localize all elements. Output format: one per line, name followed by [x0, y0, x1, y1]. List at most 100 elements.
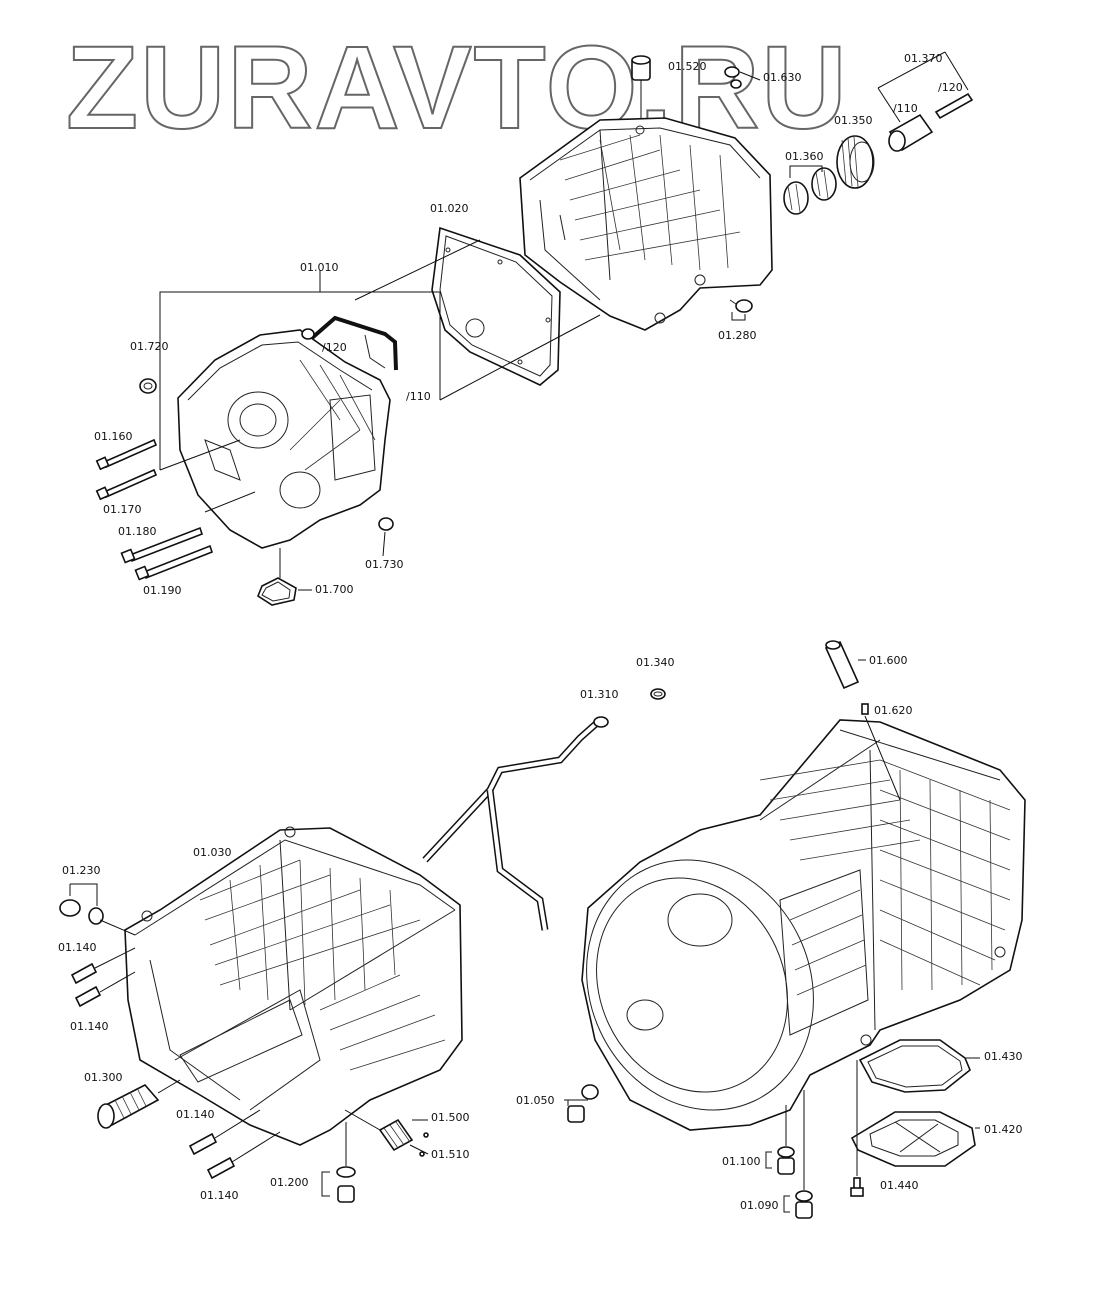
label-01140-a: 01.140 [58, 941, 97, 954]
label-sub110-shaft: /110 [893, 102, 918, 115]
gear-01350 [836, 135, 875, 189]
bolt-01190 [134, 544, 213, 581]
bearing-01500 [378, 1118, 414, 1152]
label-01200: 01.200 [270, 1176, 309, 1189]
fitting-01620 [861, 703, 869, 715]
plug-01280 [729, 299, 753, 313]
bell-housing-01010 [177, 329, 391, 549]
label-01100: 01.100 [722, 1155, 761, 1168]
label-01420: 01.420 [984, 1123, 1023, 1136]
gasket-01430 [858, 1039, 971, 1093]
label-sub120-bell: /120 [322, 341, 347, 354]
label-01090: 01.090 [740, 1199, 779, 1212]
label-01010: 01.010 [300, 261, 339, 274]
bolt-01160 [95, 438, 158, 471]
label-01160: 01.160 [94, 430, 133, 443]
leader-01510 [409, 1144, 429, 1155]
leader-01630 [739, 71, 761, 81]
dowel-01140-c [188, 1132, 218, 1156]
label-01190: 01.190 [143, 584, 182, 597]
plug-01100 [777, 1146, 795, 1175]
label-01630: 01.630 [763, 71, 802, 84]
plug-01720 [139, 378, 157, 394]
label-01370: 01.370 [904, 52, 943, 65]
label-01140-d: 01.140 [200, 1189, 239, 1202]
shaft-01370 [888, 92, 974, 152]
bottom-right-housing [581, 719, 1026, 1131]
filter-01300 [97, 1084, 160, 1129]
guide-01300 [157, 1079, 181, 1094]
guide-01230 [99, 919, 136, 936]
label-01170: 01.170 [103, 503, 142, 516]
top-main-housing [519, 117, 773, 331]
label-sub120-shaft: /120 [938, 81, 963, 94]
bracket-01090 [783, 1195, 790, 1213]
dowel-01140-b [74, 985, 102, 1008]
dowel-01140-d [206, 1156, 236, 1180]
label-01600: 01.600 [869, 654, 908, 667]
label-01720: 01.720 [130, 340, 169, 353]
breather-01630 [724, 66, 742, 89]
tube-01600 [824, 640, 860, 690]
label-01180: 01.180 [118, 525, 157, 538]
bracket-01050 [564, 1099, 588, 1106]
label-01340: 01.340 [636, 656, 675, 669]
label-01350: 01.350 [834, 114, 873, 127]
label-01700: 01.700 [315, 583, 354, 596]
label-01140-c: 01.140 [176, 1108, 215, 1121]
label-01050: 01.050 [516, 1094, 555, 1107]
guide-01140-b [99, 971, 136, 993]
guide-01140-c [214, 1109, 261, 1139]
leader-01730 [382, 531, 386, 557]
seal-01700 [257, 577, 297, 606]
label-01140-b: 01.140 [70, 1020, 109, 1033]
label-01500: 01.500 [431, 1111, 470, 1124]
bearing-01360 [783, 167, 837, 215]
label-01300: 01.300 [84, 1071, 123, 1084]
pipe-sub120 [301, 315, 398, 371]
gasket-01020 [431, 226, 561, 386]
ball-01510-b [419, 1151, 425, 1157]
label-01510: 01.510 [431, 1148, 470, 1161]
plug-01090 [795, 1190, 813, 1219]
label-01430: 01.430 [984, 1050, 1023, 1063]
plug-01230 [59, 899, 104, 925]
bolt-01440 [850, 1177, 864, 1197]
bolt-01170 [95, 468, 158, 501]
label-01030: 01.030 [193, 846, 232, 859]
bolt-guide-1 [159, 439, 241, 471]
bolt-guide-2 [204, 491, 256, 513]
bracket-01100 [765, 1151, 772, 1169]
leader-line-a [354, 239, 481, 301]
bolt-01180 [120, 526, 204, 564]
label-01440: 01.440 [880, 1179, 919, 1192]
label-01310: 01.310 [580, 688, 619, 701]
cap-01520 [631, 55, 651, 81]
leader-line-b [439, 314, 601, 401]
ball-01510-a [423, 1132, 429, 1138]
bracket-01370 [877, 51, 969, 123]
guide-01140-a [94, 947, 136, 969]
bottom-left-housing [124, 826, 463, 1146]
guide-01140-d [231, 1131, 281, 1163]
label-01620: 01.620 [874, 704, 913, 717]
bracket-01200 [321, 1171, 330, 1197]
part-labels: 01.010 01.020 01.030 01.050 01.090 01.10… [58, 52, 1023, 1212]
label-01020: 01.020 [430, 202, 469, 215]
label-01520: 01.520 [668, 60, 707, 73]
label-sub110-bell: /110 [406, 390, 431, 403]
bracket-01280 [731, 312, 746, 321]
bracket-01230 [69, 883, 98, 906]
plug-01050 [567, 1084, 599, 1123]
ring-01340 [650, 688, 666, 700]
plug-01200 [336, 1166, 356, 1203]
dowel-01140-a [70, 962, 98, 985]
label-01360: 01.360 [785, 150, 824, 163]
bracket-01360 [789, 165, 823, 178]
cover-01420 [850, 1111, 976, 1167]
guide-01620 [864, 715, 901, 801]
plug-01730 [378, 517, 394, 531]
guide-01500 [344, 1109, 381, 1131]
label-01280: 01.280 [718, 329, 757, 342]
